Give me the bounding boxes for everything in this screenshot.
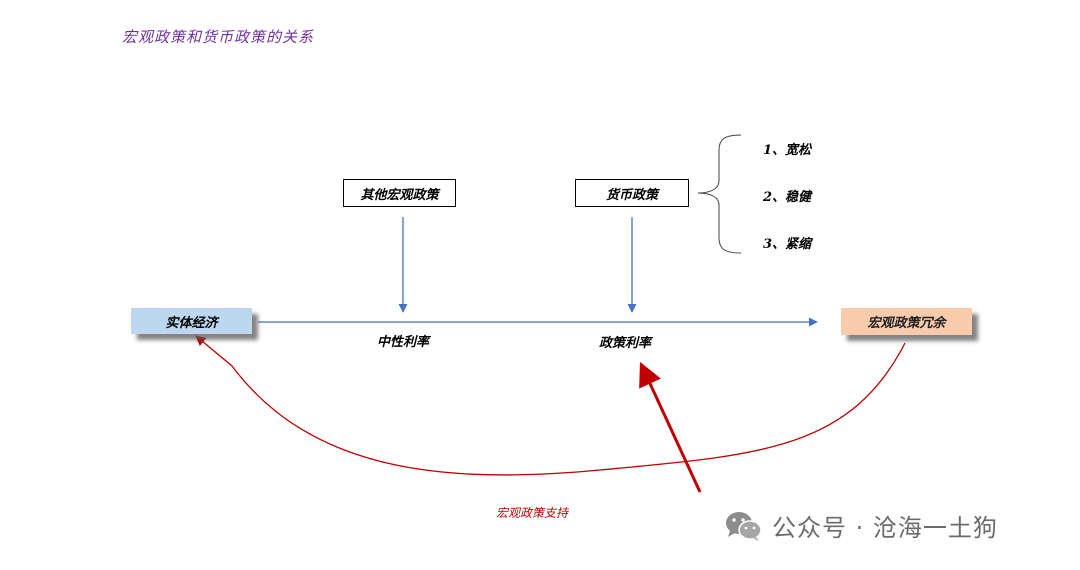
real-economy-label: 实体经济 (165, 315, 218, 331)
stance-item-steady: 2、稳健 (763, 190, 812, 205)
watermark-text: 公众号 · 沧海一土狗 (772, 514, 998, 542)
wechat-icon (726, 511, 762, 541)
real-economy-box: 实体经济 (131, 308, 252, 334)
stance-brace (697, 134, 742, 254)
support-arrow (639, 361, 702, 493)
macro-policy-redundancy-label: 宏观政策冗余 (867, 316, 946, 331)
monetary-policy-label: 货币政策 (605, 187, 658, 203)
feedback-curve-arrow (195, 335, 906, 476)
other-macro-policy-box: 其他宏观政策 (343, 179, 456, 207)
macro-policy-support-label: 宏观政策支持 (496, 506, 569, 520)
page-title: 宏观政策和货币政策的关系 (122, 28, 315, 46)
monetary-policy-box: 货币政策 (575, 179, 689, 207)
macro-policy-redundancy-box: 宏观政策冗余 (841, 308, 972, 335)
stance-item-tight: 3、紧缩 (763, 237, 812, 252)
other-macro-policy-label: 其他宏观政策 (360, 187, 439, 203)
neutral-rate-label: 中性利率 (377, 335, 430, 350)
watermark: 公众号 · 沧海一土狗 (724, 508, 998, 543)
stance-item-loose: 1、宽松 (763, 143, 812, 158)
policy-rate-label: 政策利率 (599, 336, 652, 351)
